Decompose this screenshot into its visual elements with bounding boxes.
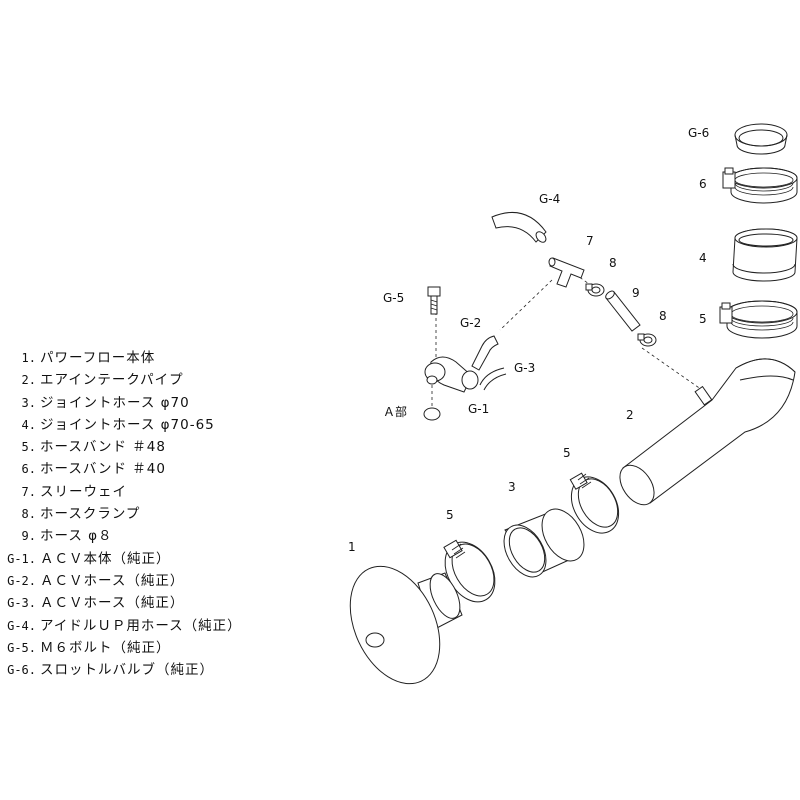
m6-bolt [427,286,441,315]
label-p4: 4 [699,251,707,265]
assembly-guide-lines [431,273,706,410]
legend-item-number: 4. [21,417,36,432]
hose-band-48-lower [443,539,496,603]
legend-item: G-6. スロットルバルブ（純正） [4,659,242,681]
label-p1: 1 [348,540,356,554]
legend-item-number: 2. [21,373,36,388]
legend-item-text: アイドルＵＰ用ホース（純正） [40,617,242,634]
legend-item: 5. ホースバンド ＃48 [4,436,242,458]
label-p6: 6 [699,177,707,191]
legend-item-number: 7. [21,484,36,499]
legend-item: 3. ジョイントホース φ70 [4,392,242,414]
hose-phi-8 [605,290,641,332]
legend-item-number: 3. [21,395,36,410]
legend-item-text: Ｍ６ボルト（純正） [40,639,171,656]
a-section-washer [423,407,441,421]
three-way-fitting [548,257,585,288]
joint-hose-70 [503,508,585,578]
label-p8-upper: 8 [609,256,617,270]
legend-item: G-5. Ｍ６ボルト（純正） [4,637,242,659]
hose-clamp-upper [585,283,605,297]
legend-item-number: 5. [21,440,36,455]
label-p5-mid: 5 [563,446,571,460]
label-g6: G-6 [688,126,709,140]
legend-item-number: 1. [21,351,36,365]
hose-clamp-lower [637,333,657,347]
legend-item: 7. スリーウェイ [4,481,242,503]
hose-band-48-middle [569,472,620,534]
callout-labels: G-6 6 4 5 G-4 7 8 9 8 G-5 G-2 G-3 G-1 Ａ部… [348,126,709,554]
acv-hose-g2 [471,335,499,371]
label-g1: G-1 [468,402,489,416]
label-a-section: Ａ部 [383,404,407,419]
legend-item-number: G-4. [7,618,36,633]
legend-item-text: ジョイントホース φ70 [40,394,190,411]
legend-item-number: G-1. [7,551,36,566]
legend-item: G-3. ＡＣＶホース（純正） [4,592,242,614]
legend-item: G-2. ＡＣＶホース（純正） [4,570,242,592]
legend-item-text: ホースクランプ [40,506,141,523]
legend-item-number: G-6. [7,663,36,678]
legend-item: 9. ホース φ８ [4,525,242,547]
joint-hose-70-65 [732,228,798,282]
legend-item-text: ＡＣＶホース（純正） [40,572,185,589]
label-p2: 2 [626,408,634,422]
legend-item-text: スロットルバルブ（純正） [40,662,214,679]
legend-item-text: ホースバンド ＃48 [40,439,166,456]
label-p7: 7 [586,234,594,248]
legend-item-text: ホースバンド ＃40 [40,461,166,478]
label-p9: 9 [632,286,640,300]
label-p3: 3 [508,480,516,494]
legend-item: 1. パワーフロー本体 [4,347,242,369]
label-p8-lower: 8 [659,309,667,323]
legend-item: G-1. ＡＣＶ本体（純正） [4,548,242,570]
legend-item-text: ＡＣＶホース（純正） [40,595,185,612]
legend-item-number: G-3. [7,596,36,611]
throttle-valve-ring [734,123,788,155]
legend-item-text: スリーウェイ [40,483,127,500]
label-g2: G-2 [460,316,481,330]
acv-hose-g3 [479,367,507,391]
legend-item: 4. ジョイントホース φ70-65 [4,414,242,436]
legend-item: 8. ホースクランプ [4,503,242,525]
legend-item: 6. ホースバンド ＃40 [4,458,242,480]
legend-item-text: ホース φ８ [40,528,113,545]
legend-item-text: ＡＣＶ本体（純正） [40,550,171,567]
label-g4: G-4 [539,192,560,206]
legend-item-text: ジョイントホース φ70-65 [40,416,215,433]
legend-item-number: G-5. [7,640,36,655]
legend-item: 2. エアインテークパイプ [4,369,242,391]
label-g5: G-5 [383,291,404,305]
legend-item-number: 6. [21,462,36,477]
hose-band-48-upper [719,300,798,339]
acv-body [424,356,479,393]
hose-band-40 [722,167,798,204]
label-g3: G-3 [514,361,535,375]
label-p5-upper: 5 [699,312,707,326]
legend-item-number: 8. [21,507,36,522]
legend-item-number: 9. [21,529,36,544]
power-flow-filter [349,565,463,685]
legend-item-number: G-2. [7,573,36,588]
idle-up-hose [491,211,547,243]
legend-item: G-4. アイドルＵＰ用ホース（純正） [4,615,242,637]
parts-legend: 1. パワーフロー本体 2. エアインテークパイプ 3. ジョイントホース φ70 4. ジョ… [4,347,242,681]
label-p5-lower: 5 [446,508,454,522]
legend-item-text: エアインテークパイプ [40,372,184,389]
air-intake-pipe [619,358,796,506]
legend-item-text: パワーフロー本体 [40,350,156,366]
